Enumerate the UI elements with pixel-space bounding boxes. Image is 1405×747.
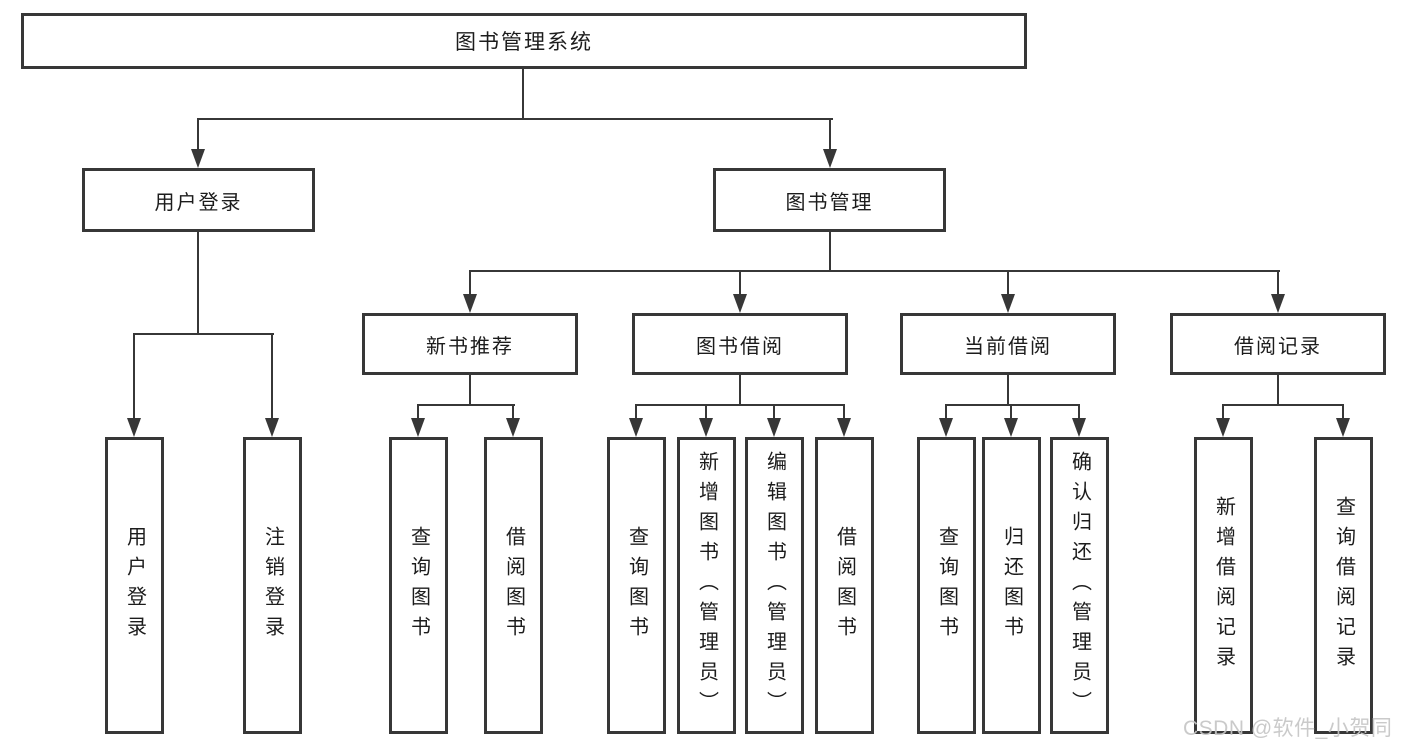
node-library-management-system: 图书管理系统	[21, 13, 1027, 69]
arrow-down-icon	[411, 418, 425, 437]
node-label: 新书推荐	[426, 335, 514, 358]
arrow-down-icon	[127, 418, 141, 437]
node-new-book-recommend: 新书推荐	[362, 313, 578, 375]
node-label: 新增借阅记录	[1212, 495, 1235, 676]
arrow-down-icon	[1001, 294, 1015, 313]
node-bb-query-books: 查询图书	[607, 437, 666, 734]
node-bb-add-books-admin: 新增图书（管理员）	[677, 437, 736, 734]
connector-line	[945, 404, 1080, 406]
connector-line	[829, 118, 831, 150]
connector-line	[1007, 375, 1009, 406]
arrow-down-icon	[699, 418, 713, 437]
connector-line	[739, 270, 741, 295]
connector-line	[469, 270, 1280, 272]
connector-line	[1342, 404, 1344, 419]
arrow-down-icon	[191, 149, 205, 168]
connector-line	[829, 232, 831, 272]
node-label: 新增图书（管理员）	[695, 450, 718, 721]
connector-line	[133, 333, 135, 419]
node-br-query-record: 查询借阅记录	[1314, 437, 1373, 734]
arrow-down-icon	[265, 418, 279, 437]
connector-line	[133, 333, 274, 335]
node-label: 图书管理系统	[455, 31, 593, 54]
node-current-borrowing: 当前借阅	[900, 313, 1116, 375]
node-user-login: 用户登录	[82, 168, 315, 232]
connector-line	[1277, 270, 1279, 295]
node-br-add-record: 新增借阅记录	[1194, 437, 1253, 734]
node-label: 查询借阅记录	[1332, 495, 1355, 676]
connector-line	[843, 404, 845, 419]
node-label: 归还图书	[1000, 525, 1023, 646]
connector-line	[705, 404, 707, 419]
arrow-down-icon	[1336, 418, 1350, 437]
node-user-login-leaf: 用户登录	[105, 437, 164, 734]
connector-line	[1078, 404, 1080, 419]
node-label: 图书管理	[785, 191, 874, 214]
connector-line	[773, 404, 775, 419]
arrow-down-icon	[837, 418, 851, 437]
connector-line	[512, 404, 514, 419]
connector-line	[1277, 375, 1279, 406]
node-label: 图书借阅	[696, 335, 784, 358]
connector-line	[197, 118, 199, 150]
arrow-down-icon	[1216, 418, 1230, 437]
connector-line	[197, 118, 833, 120]
node-cb-return-books: 归还图书	[982, 437, 1041, 734]
connector-line	[197, 232, 199, 335]
node-label: 查询图书	[407, 525, 430, 646]
connector-line	[1222, 404, 1344, 406]
connector-line	[469, 270, 471, 295]
arrow-down-icon	[463, 294, 477, 313]
node-nb-borrow-books: 借阅图书	[484, 437, 543, 734]
connector-line	[1222, 404, 1224, 419]
node-nb-query-books: 查询图书	[389, 437, 448, 734]
node-borrowing-records: 借阅记录	[1170, 313, 1386, 375]
connector-line	[469, 375, 471, 406]
arrow-down-icon	[733, 294, 747, 313]
connector-line	[522, 69, 524, 118]
node-label: 注销登录	[261, 525, 284, 646]
node-label: 用户登录	[123, 525, 146, 646]
node-label: 编辑图书（管理员）	[763, 450, 786, 721]
node-bb-borrow-books: 借阅图书	[815, 437, 874, 734]
connector-line	[945, 404, 947, 419]
connector-line	[739, 375, 741, 406]
arrow-down-icon	[939, 418, 953, 437]
node-label: 借阅图书	[833, 525, 856, 646]
connector-line	[417, 404, 419, 419]
node-cb-confirm-return-admin: 确认归还（管理员）	[1050, 437, 1109, 734]
node-label: 借阅记录	[1234, 335, 1322, 358]
node-label: 查询图书	[625, 525, 648, 646]
arrow-down-icon	[823, 149, 837, 168]
node-label: 借阅图书	[502, 525, 525, 646]
arrow-down-icon	[1004, 418, 1018, 437]
connector-line	[1007, 270, 1009, 295]
connector-line	[635, 404, 637, 419]
node-bb-edit-books-admin: 编辑图书（管理员）	[745, 437, 804, 734]
arrow-down-icon	[1271, 294, 1285, 313]
connector-line	[1010, 404, 1012, 419]
node-label: 当前借阅	[964, 335, 1052, 358]
node-label: 确认归还（管理员）	[1068, 450, 1091, 721]
arrow-down-icon	[767, 418, 781, 437]
node-label: 用户登录	[154, 191, 243, 214]
csdn-watermark: CSDN @软件_小贺同学	[1183, 717, 1393, 740]
node-book-borrowing: 图书借阅	[632, 313, 848, 375]
connector-line	[417, 404, 515, 406]
node-label: 查询图书	[935, 525, 958, 646]
node-book-management: 图书管理	[713, 168, 946, 232]
arrow-down-icon	[629, 418, 643, 437]
arrow-down-icon	[506, 418, 520, 437]
node-logout: 注销登录	[243, 437, 302, 734]
connector-line	[635, 404, 845, 406]
arrow-down-icon	[1072, 418, 1086, 437]
connector-line	[271, 333, 273, 419]
node-cb-query-books: 查询图书	[917, 437, 976, 734]
